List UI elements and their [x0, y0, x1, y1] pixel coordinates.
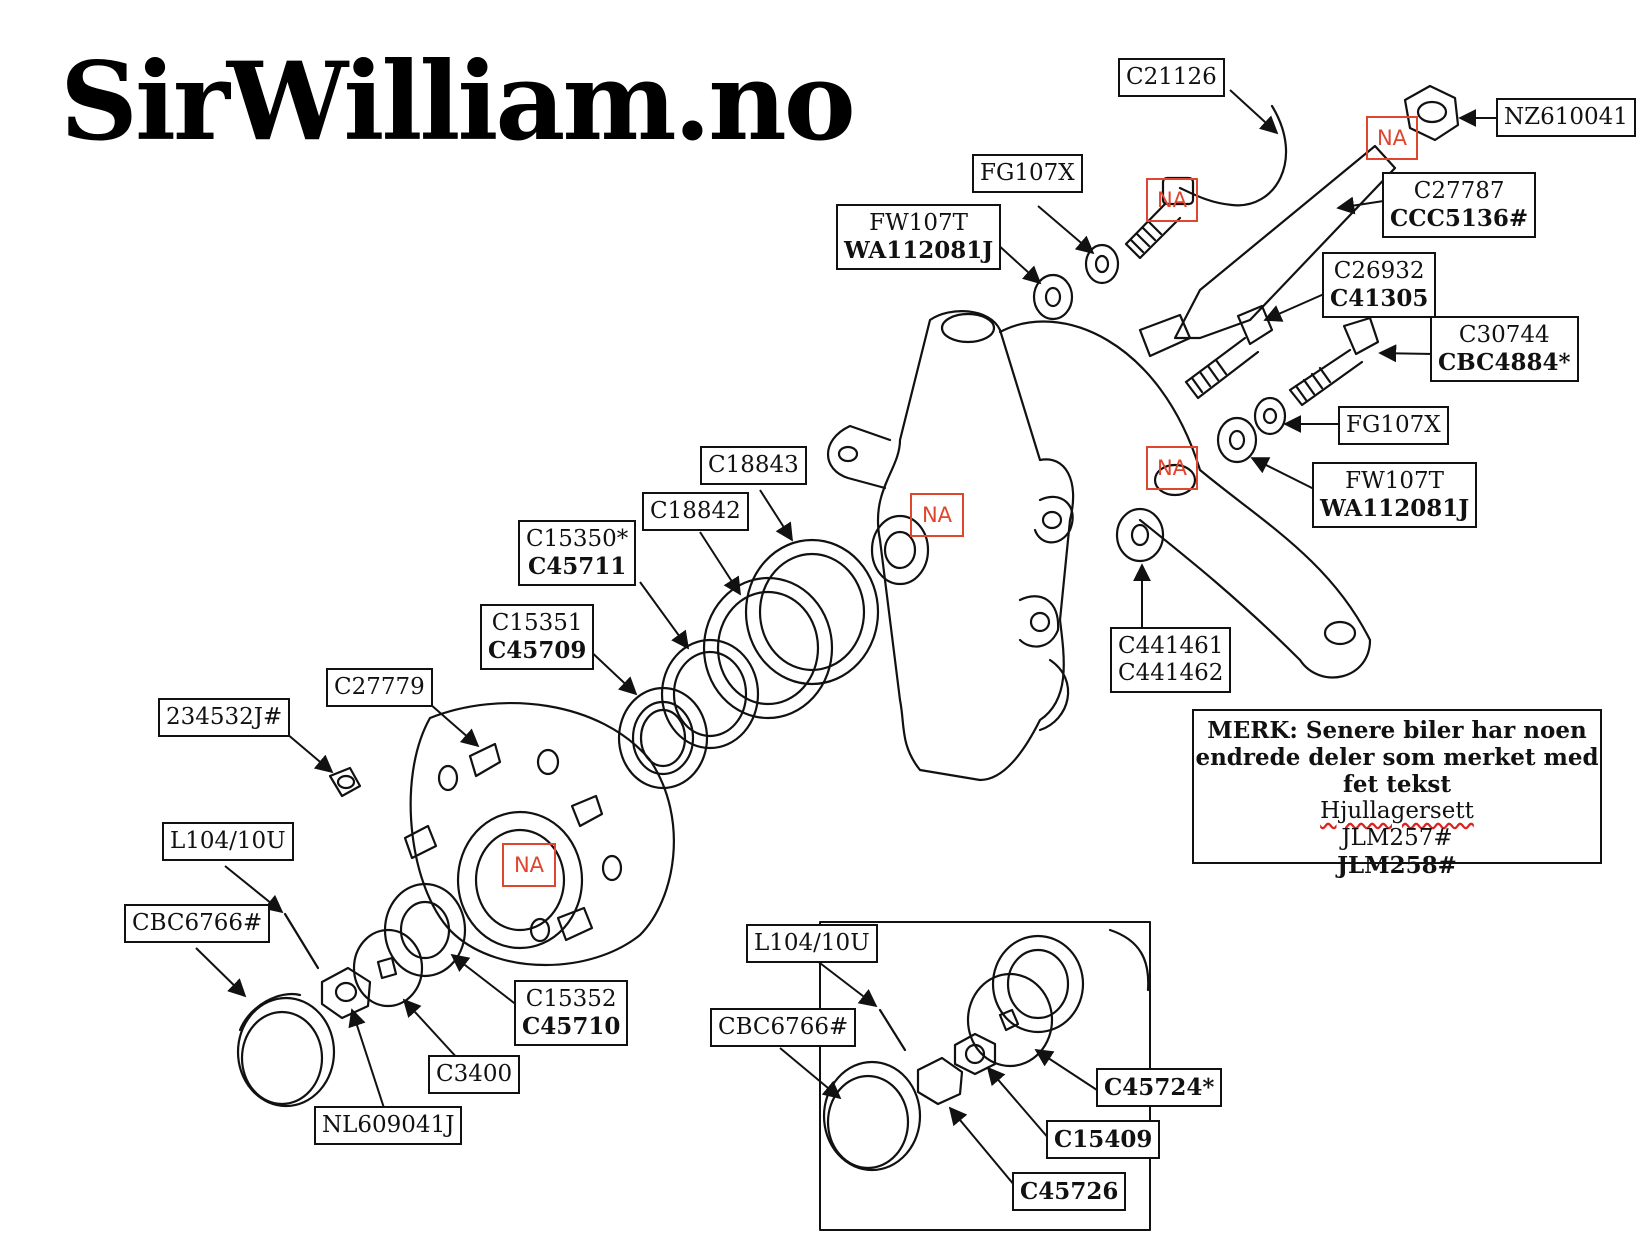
washer-top — [1032, 273, 1074, 321]
na-tag: NA — [1146, 178, 1198, 222]
leader-c30744 — [1378, 344, 1435, 363]
leader-l104-inset — [815, 959, 878, 1008]
leader-c21126 — [1229, 89, 1279, 135]
part-label-fg107x-right: FG107X — [1338, 406, 1449, 445]
part-label-234532j: 234532J# — [158, 698, 291, 737]
site-logo: SirWilliam.no — [60, 39, 856, 165]
spring-washer-top — [1084, 243, 1120, 285]
wheel-hub — [403, 702, 675, 966]
part-label-c21126: C21126 — [1118, 58, 1225, 97]
part-label-c15350: C15350*C45711 — [518, 520, 637, 586]
part-label-cbc6766-left: CBC6766# — [124, 904, 271, 943]
washer-c3400 — [352, 928, 424, 1008]
part-label-c27779: C27779 — [326, 668, 433, 707]
inset-parts — [822, 928, 1150, 1172]
leader-c27787 — [1336, 196, 1391, 215]
leader-l104-left — [224, 865, 284, 914]
leader-c26932 — [1263, 293, 1325, 322]
leader-c15352 — [450, 953, 519, 1007]
bearing-c15350 — [660, 638, 760, 750]
part-label-cbc6766-inset: CBC6766# — [710, 1008, 857, 1047]
leader-c15350 — [639, 581, 690, 650]
part-label-c18842: C18842 — [642, 492, 749, 531]
part-label-l104-inset: L104/10U — [746, 924, 878, 963]
part-label-l104-left: L104/10U — [162, 822, 294, 861]
grease-nipple — [328, 766, 362, 798]
leader-cbc6766-inset — [779, 1047, 842, 1100]
leader-cbc6766-left — [195, 947, 247, 998]
part-label-c3400: C3400 — [428, 1055, 521, 1094]
bolt-middle — [1184, 304, 1274, 400]
part-label-c45726: C45726 — [1012, 1172, 1127, 1211]
na-tag: NA — [1146, 446, 1198, 490]
split-pin — [283, 912, 320, 970]
note-line-3: JLM258# — [1337, 852, 1457, 879]
outer-race-c18843 — [744, 538, 880, 686]
nut-top — [1403, 84, 1460, 142]
leader-nl609041j — [348, 1008, 385, 1109]
na-tag: NA — [1366, 116, 1418, 160]
leader-fg107x-top — [1037, 205, 1095, 255]
na-tag: NA — [502, 843, 556, 887]
leader-fw107t-right — [1250, 457, 1317, 491]
part-label-c15409: C15409 — [1046, 1120, 1161, 1159]
castle-nut — [320, 966, 372, 1020]
part-label-c45724: C45724* — [1096, 1068, 1223, 1107]
leader-c15409 — [986, 1066, 1051, 1141]
note-line-1: Hjullagersett — [1320, 798, 1474, 824]
note-box: MERK: Senere biler har noen endrede dele… — [1192, 709, 1602, 879]
na-tag: NA — [910, 493, 964, 537]
part-label-fg107x-top: FG107X — [972, 154, 1083, 193]
circlip — [1178, 104, 1288, 207]
leader-c18843 — [759, 489, 793, 542]
bearing-c15351 — [617, 686, 709, 790]
note-line-2: JLM257# — [1341, 825, 1453, 851]
part-label-c18843: C18843 — [700, 446, 807, 485]
hub-cap-left — [236, 992, 336, 1108]
outer-race-c18842 — [702, 576, 834, 720]
part-label-nl609041j: NL609041J — [314, 1106, 463, 1145]
washer-right — [1216, 416, 1258, 464]
bearing-c15352 — [383, 882, 467, 978]
washer-441461 — [1115, 507, 1165, 563]
leader-c18842 — [699, 531, 741, 596]
note-heading: MERK: Senere biler har noen endrede dele… — [1195, 717, 1599, 798]
spring-washer-right — [1253, 396, 1287, 436]
steering-arm — [1173, 144, 1397, 340]
stub-axle — [826, 310, 1372, 782]
bolt-right — [1288, 316, 1380, 407]
part-label-nz610041: NZ610041 — [1496, 98, 1636, 137]
leader-c27779 — [429, 703, 480, 748]
leader-c45726 — [948, 1106, 1021, 1193]
leader-c45724 — [1034, 1049, 1101, 1093]
